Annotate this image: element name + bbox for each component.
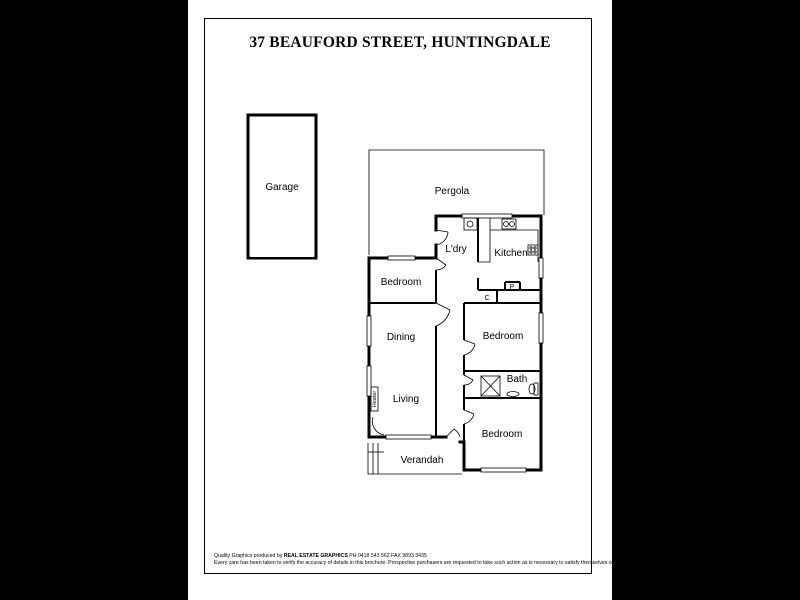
credit-block: Quality Graphics produced by REAL ESTATE…: [214, 553, 665, 567]
windows: [366, 213, 544, 473]
interior-walls: [369, 216, 541, 442]
kitchen-label: Kitchen: [494, 248, 527, 259]
cupboard-c-label: C: [484, 295, 489, 302]
bath-fittings: [480, 375, 539, 397]
garage-outline: [246, 113, 318, 260]
credit-line: Quality Graphics produced by REAL ESTATE…: [214, 553, 594, 560]
pergola-label: Pergola: [435, 186, 470, 197]
credit-contact: PH 0418 543 562 FAX 9893 3435: [349, 553, 427, 559]
heater-unit: [370, 386, 379, 412]
verandah-outline: [367, 443, 462, 475]
plan-title: 37 BEAUFORD STREET, HUNTINGDALE: [249, 34, 551, 51]
garage-label: Garage: [265, 182, 299, 193]
bedroom-3-label: Bedroom: [482, 429, 523, 440]
living-label: Living: [393, 394, 419, 405]
pergola-outline: [368, 149, 545, 255]
pantry-p-label: P: [510, 284, 515, 291]
credit-disclaimer: Every care has been taken to verify the …: [214, 560, 665, 566]
kitchen-bench: [478, 218, 539, 263]
laundry-label: L'dry: [445, 244, 466, 255]
bedroom-1-label: Bedroom: [381, 277, 422, 288]
laundry-trough: [463, 217, 478, 231]
verandah-label: Verandah: [401, 455, 444, 466]
doors: [372, 229, 476, 438]
credit-company: REAL ESTATE GRAPHICS: [283, 553, 348, 559]
heater-label: Heater: [372, 391, 378, 408]
sheet-border: [204, 18, 592, 574]
credit-prefix: Quality Graphics produced by: [214, 553, 283, 559]
bedroom-2-label: Bedroom: [483, 331, 524, 342]
dining-label: Dining: [387, 332, 415, 343]
bath-label: Bath: [507, 374, 528, 385]
